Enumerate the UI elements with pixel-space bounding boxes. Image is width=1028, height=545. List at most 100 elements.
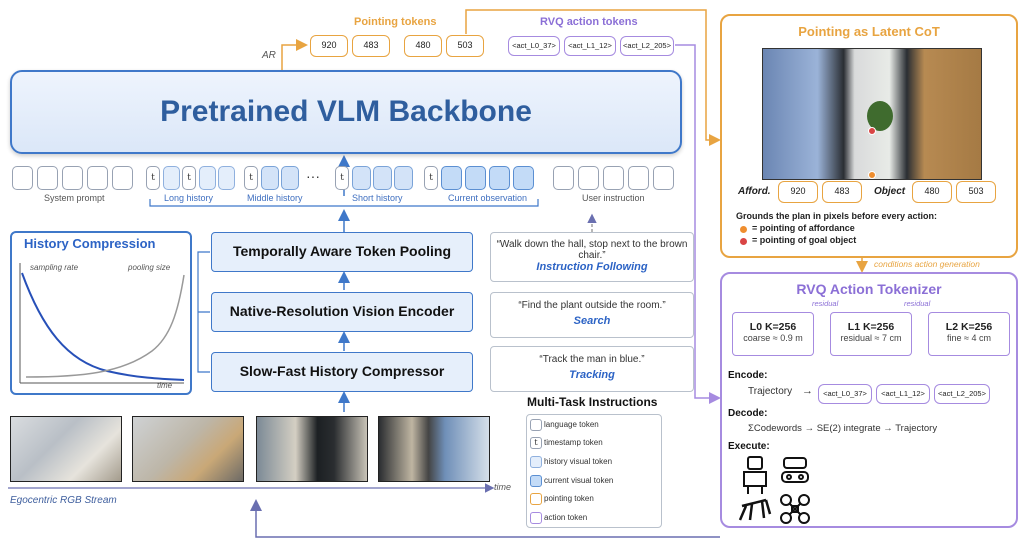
history-visual-token bbox=[199, 166, 216, 190]
current-visual-token bbox=[489, 166, 510, 190]
current-visual-token-icon bbox=[530, 475, 542, 487]
legend-goal: = pointing of goal object bbox=[752, 235, 857, 245]
afford-label: Afford. bbox=[738, 186, 771, 197]
rvq-level-sub: residual ≈ 7 cm bbox=[840, 333, 902, 343]
legend-item-history: history visual token bbox=[530, 455, 612, 469]
language-token bbox=[12, 166, 33, 190]
stream-time-label: time bbox=[494, 482, 512, 492]
pointing-cot-panel: Pointing as Latent CoT Afford. 920 483 O… bbox=[720, 14, 1018, 258]
timestamp-token-icon: t bbox=[530, 437, 542, 449]
pooling-size-label: pooling size bbox=[128, 263, 171, 272]
token-pooling-module: Temporally Aware Token Pooling bbox=[211, 232, 473, 272]
timestamp-token: t bbox=[424, 166, 438, 190]
ellipsis: ··· bbox=[306, 168, 320, 184]
scene-image bbox=[762, 48, 982, 180]
ar-arrow bbox=[281, 39, 308, 70]
stream-frame bbox=[10, 416, 122, 482]
rvq-level-sub: fine ≈ 4 cm bbox=[947, 333, 991, 343]
user-instruction-label: User instruction bbox=[582, 193, 645, 203]
vision-encoder-module: Native-Resolution Vision Encoder bbox=[211, 292, 473, 332]
pointing-token: 920 bbox=[310, 35, 348, 57]
decode-text: ΣCodewords → SE(2) integrate → Trajector… bbox=[748, 423, 938, 434]
backbone-title: Pretrained VLM Backbone bbox=[160, 95, 532, 128]
legend-item-pointing: pointing token bbox=[530, 492, 594, 506]
language-token bbox=[62, 166, 83, 190]
stream-frame bbox=[256, 416, 368, 482]
plant-shape bbox=[867, 101, 893, 131]
residual-label: residual bbox=[904, 299, 931, 308]
system-prompt-label: System prompt bbox=[44, 193, 105, 203]
current-visual-token bbox=[513, 166, 534, 190]
history-visual-token bbox=[218, 166, 235, 190]
robot-icons bbox=[738, 456, 810, 524]
rvq-level-2: L2 K=256 fine ≈ 4 cm bbox=[928, 312, 1010, 356]
rvq-action-tokens-title: RVQ action tokens bbox=[540, 16, 638, 28]
multi-task-title: Multi-Task Instructions bbox=[527, 395, 658, 409]
rvq-level-head: L1 K=256 bbox=[847, 321, 895, 333]
rvq-level-head: L0 K=256 bbox=[749, 321, 797, 333]
execute-label: Execute: bbox=[728, 441, 770, 452]
task-text: “Find the plant outside the room.” bbox=[518, 300, 666, 311]
drone-icon bbox=[780, 494, 810, 524]
pointing-token-icon bbox=[530, 493, 542, 505]
goal-point-marker bbox=[868, 127, 876, 135]
decode-label: Decode: bbox=[728, 408, 768, 419]
task-name: Search bbox=[573, 315, 611, 327]
residual-label: residual bbox=[812, 299, 839, 308]
history-visual-token bbox=[394, 166, 413, 190]
task-name: Tracking bbox=[569, 369, 615, 381]
encode-token: <act_L2_205> bbox=[934, 384, 990, 404]
history-visual-token bbox=[373, 166, 392, 190]
language-token bbox=[112, 166, 133, 190]
object-token: 503 bbox=[956, 181, 996, 203]
rvq-level-1: L1 K=256 residual ≈ 7 cm bbox=[830, 312, 912, 356]
feedback-loop-arrow bbox=[250, 499, 720, 538]
encode-token: <act_L1_12> bbox=[876, 384, 930, 404]
afford-token: 920 bbox=[778, 181, 818, 203]
task-text: “Walk down the hall, stop next to the br… bbox=[496, 239, 688, 261]
language-token bbox=[37, 166, 58, 190]
timestamp-token: t bbox=[146, 166, 160, 190]
grounds-text: Grounds the plan in pixels before every … bbox=[736, 211, 938, 221]
encode-arrow: → bbox=[802, 385, 813, 397]
history-compression-curves bbox=[19, 263, 185, 384]
action-token: <act_L1_12> bbox=[564, 36, 616, 56]
sampling-rate-curve bbox=[21, 272, 185, 381]
rvq-level-sub: coarse ≈ 0.9 m bbox=[743, 333, 803, 343]
task-instruction-following: “Walk down the hall, stop next to the br… bbox=[490, 232, 694, 282]
vlm-backbone: Pretrained VLM Backbone bbox=[10, 70, 682, 154]
affordance-point-marker bbox=[868, 171, 876, 179]
history-visual-token bbox=[163, 166, 180, 190]
pointing-token: 483 bbox=[352, 35, 390, 57]
pointing-to-cot-arrow bbox=[465, 9, 721, 146]
encode-label: Encode: bbox=[728, 370, 768, 381]
task-name: Instruction Following bbox=[536, 261, 648, 273]
goal-dot-icon bbox=[740, 238, 747, 245]
visual-token-bracket bbox=[149, 199, 539, 207]
legend-item-current: current visual token bbox=[530, 474, 613, 488]
history-visual-token bbox=[281, 166, 299, 190]
timestamp-token: t bbox=[182, 166, 196, 190]
ar-label: AR bbox=[262, 50, 276, 61]
affordance-dot-icon bbox=[740, 226, 747, 233]
history-compressor-module: Slow-Fast History Compressor bbox=[211, 352, 473, 392]
humanoid-robot-icon bbox=[743, 456, 767, 494]
task-text: “Track the man in blue.” bbox=[539, 354, 645, 365]
action-tokens-to-rvq-arrow bbox=[675, 44, 721, 404]
timestamp-token: t bbox=[244, 166, 258, 190]
pointing-cot-title: Pointing as Latent CoT bbox=[798, 24, 940, 39]
object-token: 480 bbox=[912, 181, 952, 203]
sampling-rate-label: sampling rate bbox=[30, 263, 79, 272]
action-token-icon bbox=[530, 512, 542, 524]
history-visual-token bbox=[352, 166, 371, 190]
wheeled-robot-icon bbox=[781, 457, 809, 483]
timestamp-token: t bbox=[335, 166, 349, 190]
action-token: <act_L2_205> bbox=[620, 36, 674, 56]
current-visual-token bbox=[441, 166, 462, 190]
language-token bbox=[553, 166, 574, 190]
conditions-label: conditions action generation bbox=[874, 259, 980, 269]
legend-item-action: action token bbox=[530, 511, 587, 525]
current-observation-label: Current observation bbox=[448, 193, 528, 203]
